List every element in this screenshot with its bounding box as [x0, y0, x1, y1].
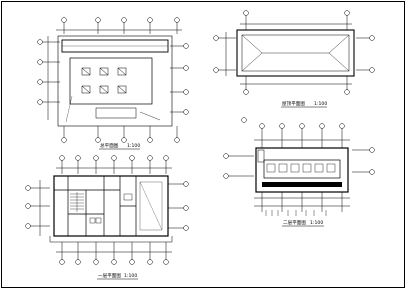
- second-plan-scale: 1:100: [310, 220, 323, 226]
- second-room-band: [263, 159, 341, 179]
- ground-interior-partitions: [54, 176, 137, 236]
- ground-exterior-walls: [53, 175, 169, 237]
- ground-fixtures: [89, 181, 163, 231]
- second-plan-grid-bubbles-left: [223, 117, 254, 179]
- ground-plan-grid-bubbles-left: [25, 180, 50, 236]
- ground-plan-title: 一层平面图: [98, 273, 121, 279]
- second-balcony: [262, 182, 342, 187]
- ground-plan-scale: 1:100: [124, 273, 137, 279]
- ground-plan-grid-bubbles-right: [168, 181, 189, 231]
- roof-inner-edge: [241, 34, 350, 72]
- site-central-block: [69, 57, 153, 105]
- site-plan-scale: 1:100: [127, 143, 140, 149]
- second-plan-dimension-ticks: [265, 210, 327, 216]
- site-planting-beds: [81, 67, 127, 94]
- roof-plan-grid-bubbles-bottom: [240, 76, 352, 95]
- site-plan-grid-bubbles-right: [170, 43, 189, 115]
- roof-plan-title: 屋顶平面图: [282, 101, 305, 107]
- second-plan-title: 二层平面图: [283, 220, 306, 226]
- second-room-fixtures: [266, 163, 336, 173]
- ground-floor-plan: [25, 155, 189, 265]
- roof-outer-edge: [236, 29, 355, 77]
- ground-plan-grid-bubbles-bottom: [56, 242, 172, 265]
- roof-plan: [213, 10, 375, 95]
- second-plan-grid-bubbles-bottom: [254, 192, 350, 212]
- ground-stair: [70, 192, 84, 212]
- roof-plan-grid-bubbles-top: [240, 10, 352, 30]
- roof-plan-grid-bubbles-right: [356, 35, 375, 73]
- second-plan-grid-bubbles-right: [352, 147, 375, 175]
- site-lower-annex: [95, 107, 137, 119]
- ground-plan-grid-bubbles-top: [56, 155, 172, 174]
- site-plan-grid-bubbles-top: [56, 17, 182, 34]
- roof-plan-grid-bubbles-left: [213, 32, 236, 76]
- roof-plan-scale: 1:100: [314, 101, 327, 107]
- site-plan-title: 总平面图: [100, 142, 119, 149]
- site-plan-grid-bubbles-left: [37, 36, 60, 120]
- site-plan-grid-bubbles-bottom: [61, 126, 180, 143]
- site-boundary: [57, 35, 173, 127]
- second-plan-grid-bubbles-top: [254, 123, 350, 148]
- second-floor-plan: [223, 117, 375, 216]
- site-plan: [37, 17, 189, 143]
- roof-ridge-lines: [241, 34, 350, 72]
